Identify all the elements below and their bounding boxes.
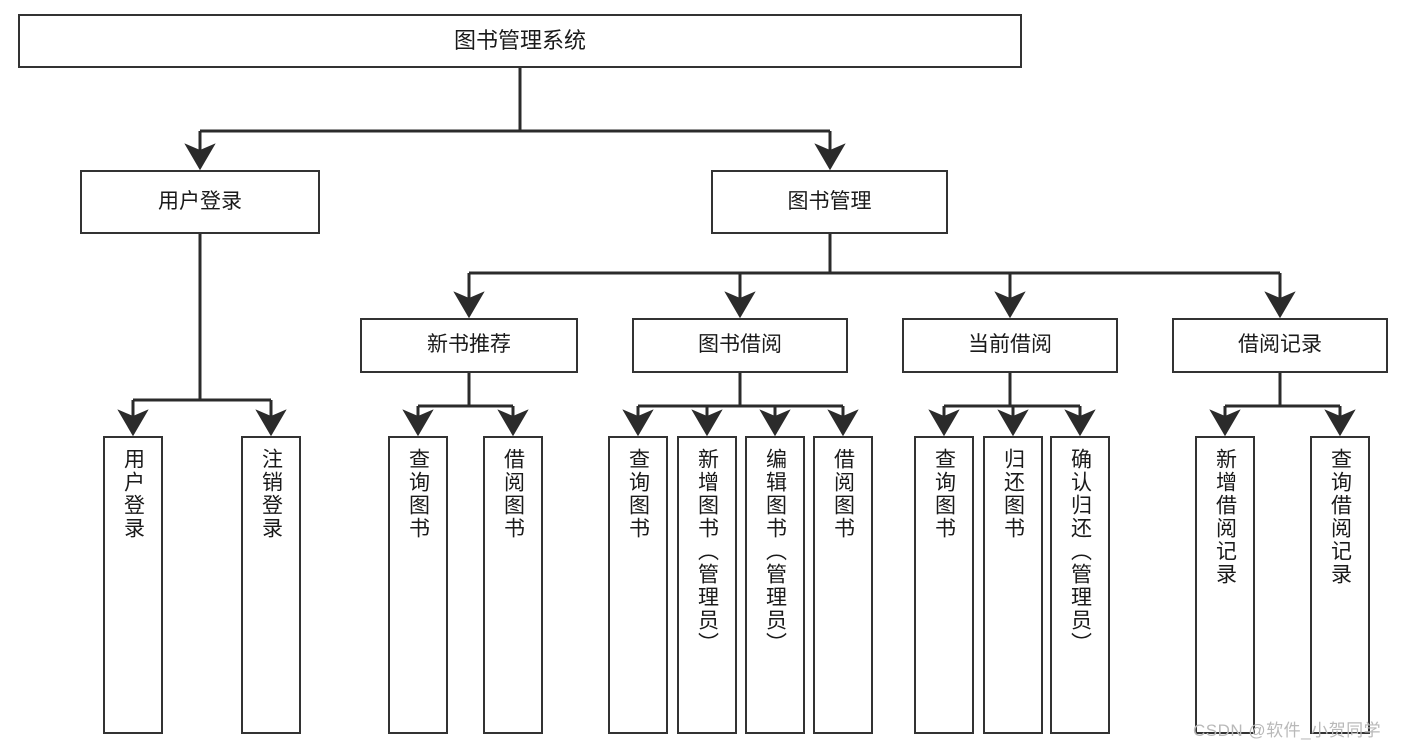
node-new-book-rec-label: 新书推荐 [427,333,511,357]
leaf-query-record-label: 查询借阅记录 [1328,448,1352,586]
leaf-user-login[interactable]: 用户登录 [103,436,163,734]
leaf-query-book-rec[interactable]: 查询图书 [388,436,448,734]
leaf-query-record[interactable]: 查询借阅记录 [1310,436,1370,734]
node-user-login-label: 用户登录 [158,189,242,213]
leaf-borrow-book-rec-label: 借阅图书 [501,448,525,540]
node-current-borrow[interactable]: 当前借阅 [902,318,1118,373]
leaf-borrow-book-rec[interactable]: 借阅图书 [483,436,543,734]
leaf-add-record-label: 新增借阅记录 [1213,448,1237,586]
edge-group-book-borrow [622,373,859,437]
edge-group-current-borrow [928,373,1096,437]
edge-group-borrow-record [1209,373,1356,437]
leaf-logout-label: 注销登录 [259,448,283,540]
node-new-book-rec[interactable]: 新书推荐 [360,318,578,373]
leaf-confirm-return[interactable]: 确认归还（管理员） [1050,436,1110,734]
leaf-edit-book-label: 编辑图书（管理员） [763,448,787,655]
node-borrow-record-label: 借阅记录 [1238,333,1322,357]
leaf-query-book-cur-label: 查询图书 [932,448,956,540]
node-root-label: 图书管理系统 [453,28,586,54]
leaf-borrow-book[interactable]: 借阅图书 [813,436,873,734]
leaf-add-record[interactable]: 新增借阅记录 [1195,436,1255,734]
leaf-return-book[interactable]: 归还图书 [983,436,1043,734]
node-book-manage-label: 图书管理 [787,189,872,213]
node-book-borrow[interactable]: 图书借阅 [632,318,848,373]
node-book-manage[interactable]: 图书管理 [711,170,948,234]
node-book-borrow-label: 图书借阅 [698,333,782,357]
leaf-add-book[interactable]: 新增图书（管理员） [677,436,737,734]
leaf-borrow-book-label: 借阅图书 [831,448,855,540]
leaf-query-book-cur[interactable]: 查询图书 [914,436,974,734]
node-user-login[interactable]: 用户登录 [80,170,320,234]
node-borrow-record[interactable]: 借阅记录 [1172,318,1388,373]
leaf-query-book-borrow[interactable]: 查询图书 [608,436,668,734]
leaf-confirm-return-label: 确认归还（管理员） [1068,448,1092,655]
node-current-borrow-label: 当前借阅 [968,333,1052,357]
leaf-query-book-rec-label: 查询图书 [406,448,430,540]
leaf-query-book-borrow-label: 查询图书 [626,448,650,540]
node-root[interactable]: 图书管理系统 [18,14,1022,68]
edge-group-user-login [117,234,287,437]
edge-group-book-manage [453,234,1296,319]
edge-group-root [184,68,846,171]
leaf-add-book-label: 新增图书（管理员） [695,448,719,655]
leaf-edit-book[interactable]: 编辑图书（管理员） [745,436,805,734]
leaf-logout[interactable]: 注销登录 [241,436,301,734]
edge-group-new-book-rec [402,373,529,437]
leaf-user-login-label: 用户登录 [121,448,145,540]
leaf-return-book-label: 归还图书 [1001,448,1025,540]
